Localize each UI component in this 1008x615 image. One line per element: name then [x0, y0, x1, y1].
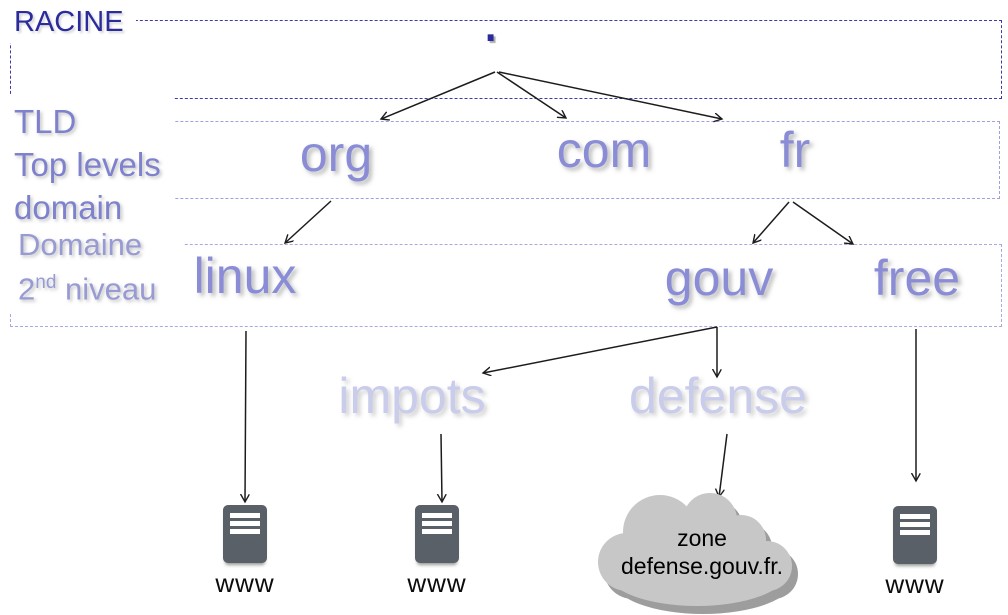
sld-label-line2: 2nd niveau [18, 271, 157, 307]
www-server-2: www [392, 505, 482, 596]
tld-label: TLD Top levels domain [0, 96, 174, 235]
node-gouv: gouv [664, 250, 774, 306]
node-org: org [299, 126, 373, 182]
www-server-3: www [870, 506, 960, 597]
sld-ordinal-sup: nd [35, 272, 57, 293]
arrow-racine-org [381, 71, 496, 119]
server-www-label: www [885, 569, 945, 599]
root-row-box [10, 20, 1002, 99]
arrow-fr-free [792, 201, 853, 244]
node-com: com [556, 122, 652, 178]
racine-label: RACINE [8, 2, 136, 43]
server-www-label: www [215, 568, 275, 598]
tld-label-line2: Top levels [14, 146, 161, 183]
arrow-linux-server [245, 330, 246, 502]
tld-label-line1: TLD [14, 103, 77, 140]
root-dot: . [482, 0, 500, 55]
server-icon [223, 505, 267, 563]
server-icon [893, 506, 937, 564]
arrow-gouv-impots [483, 326, 718, 373]
tld-label-line3: domain [14, 189, 123, 226]
arrow-racine-fr [498, 71, 722, 119]
node-free: free [873, 250, 961, 306]
node-impots: impots [338, 368, 486, 424]
arrow-impots-server [441, 433, 442, 502]
cloud-label: zone defense.gouv.fr. [607, 524, 797, 580]
sld-label: Domaine 2nd niveau [0, 224, 184, 315]
node-fr: fr [779, 122, 811, 178]
www-server-1: www [200, 505, 290, 596]
sld-label-line1: Domaine [18, 227, 143, 262]
arrow-racine-com [496, 71, 566, 118]
zone-cloud-icon [598, 493, 798, 614]
arrow-org-linux [285, 200, 332, 243]
server-icon [415, 505, 459, 563]
cloud-label-line2: defense.gouv.fr. [621, 553, 783, 579]
arrow-defense-cloud [719, 433, 728, 497]
server-www-label: www [407, 568, 467, 598]
arrow-fr-gouv [753, 201, 790, 243]
node-linux: linux [193, 248, 297, 304]
node-defense: defense [629, 368, 807, 424]
cloud-label-line1: zone [677, 525, 727, 551]
